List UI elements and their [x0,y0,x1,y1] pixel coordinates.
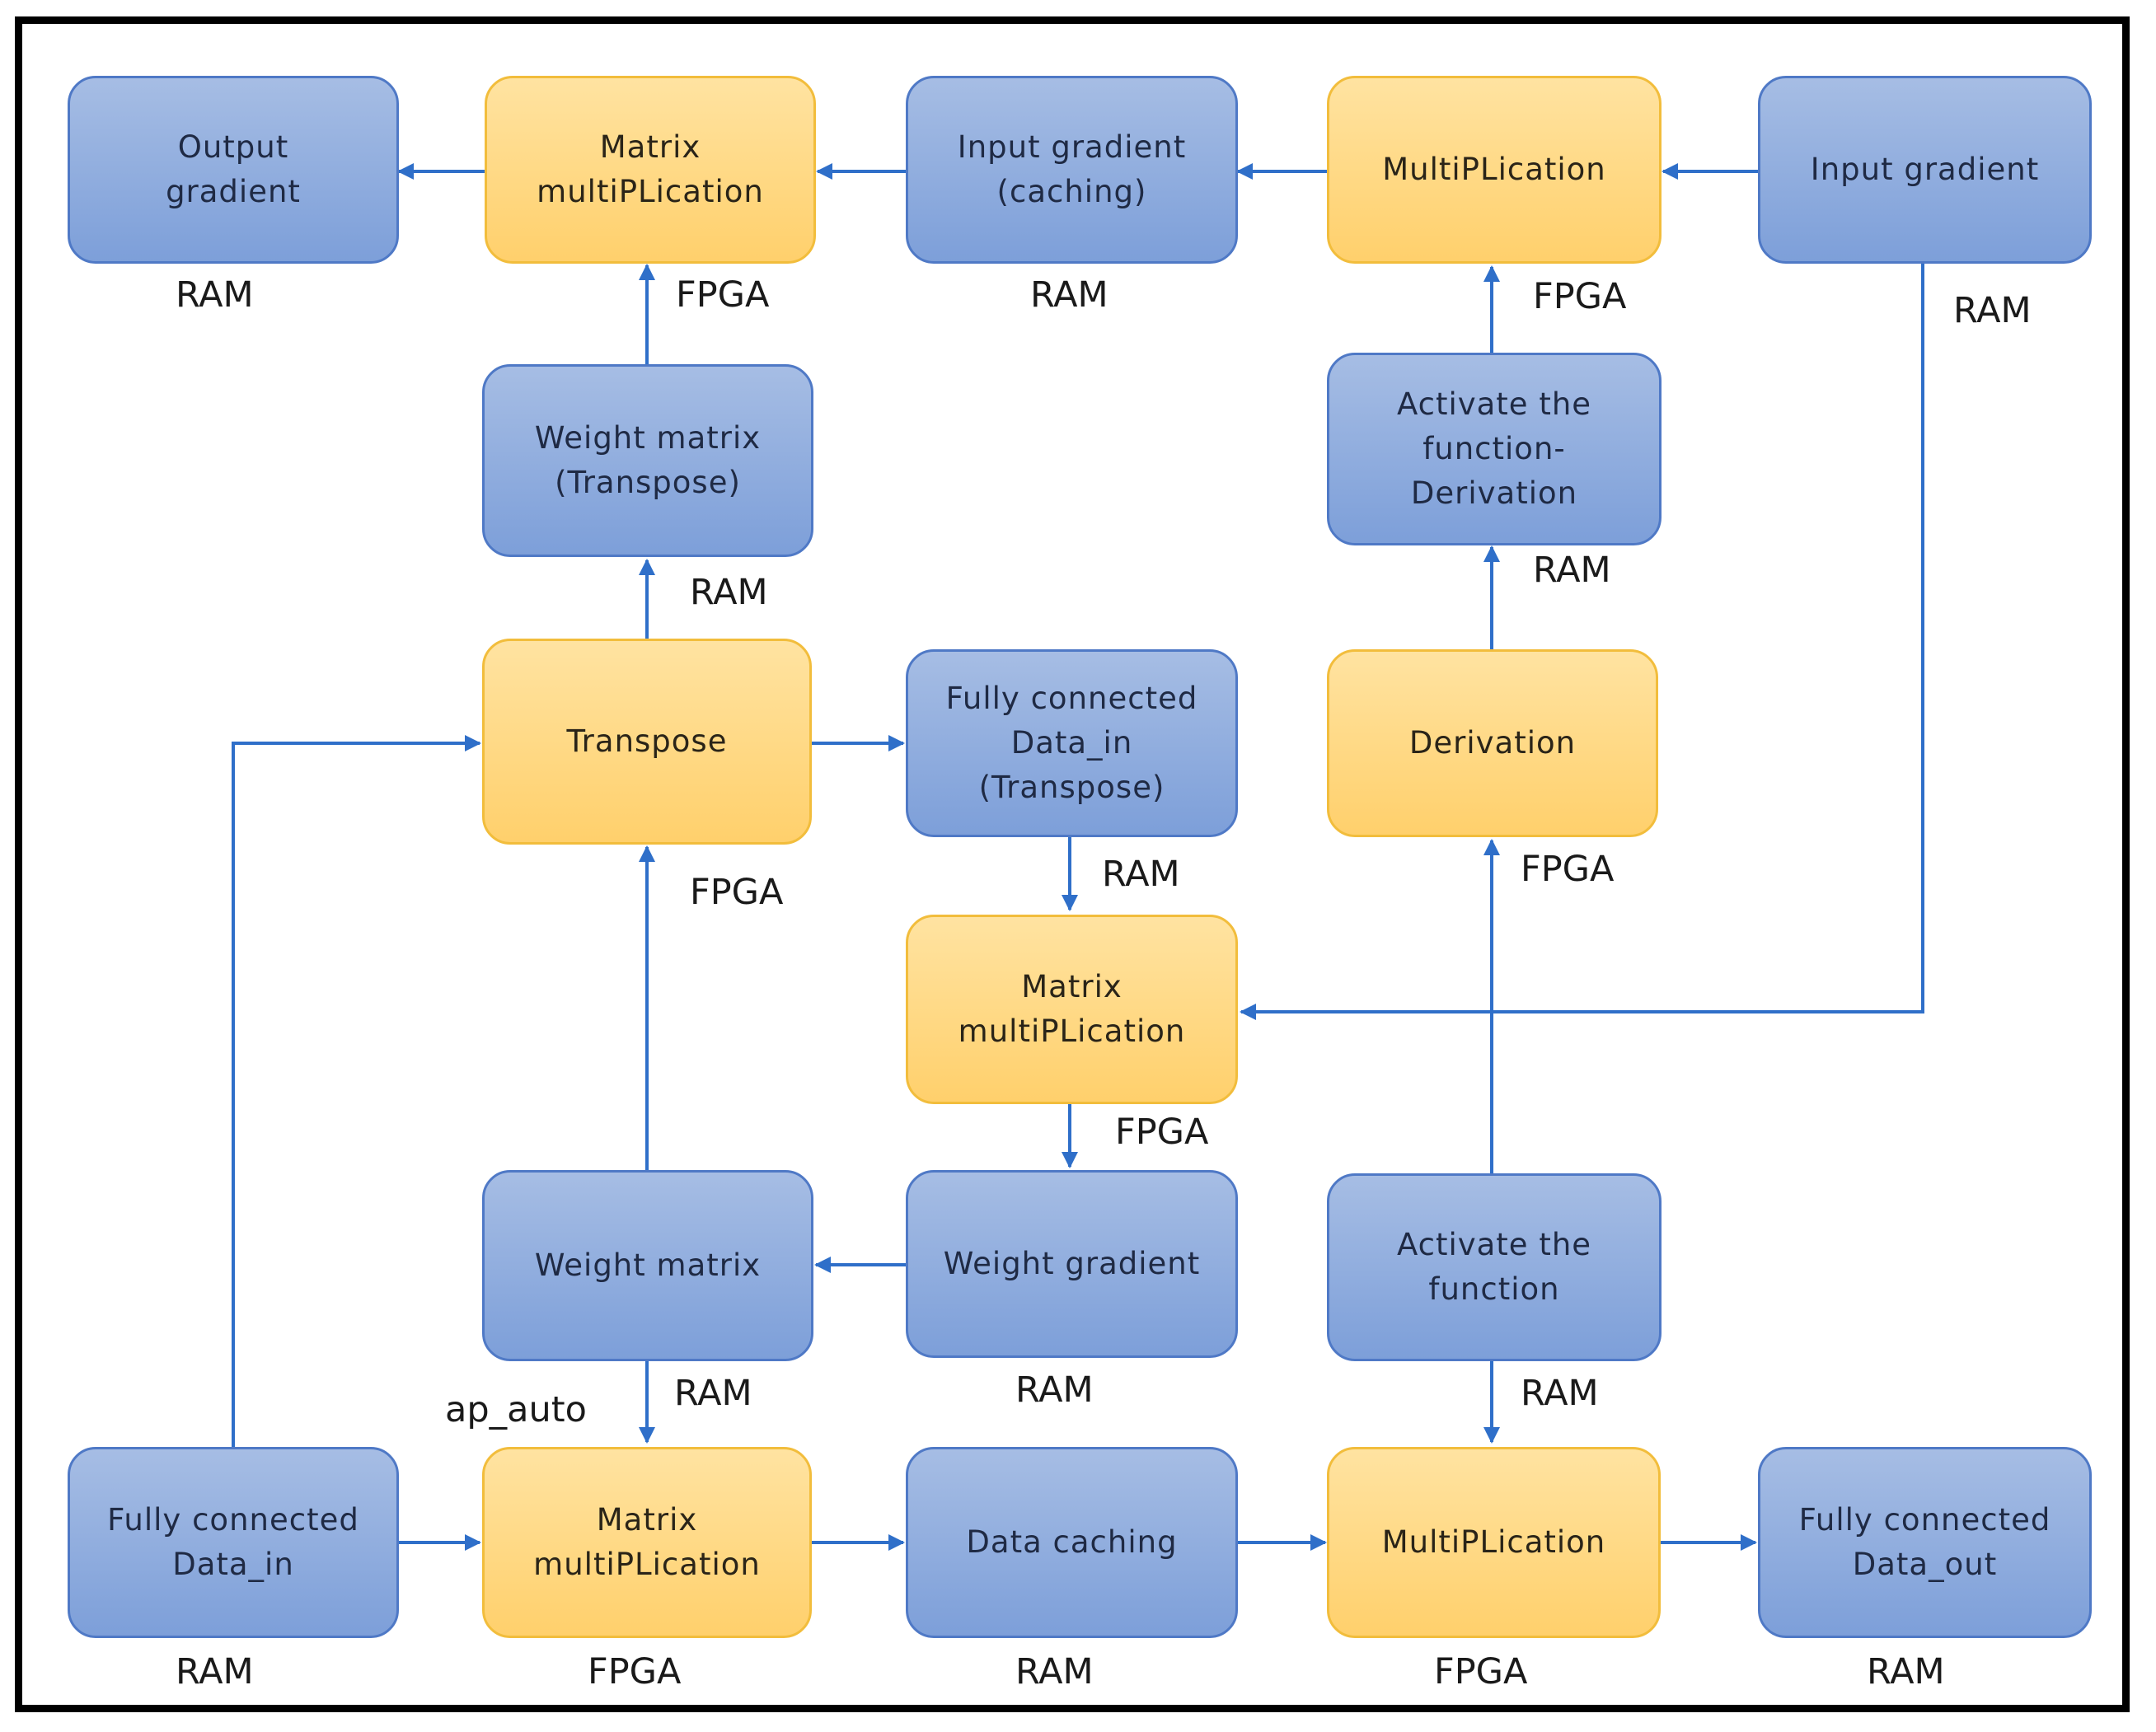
weight-matrix-box: Weight matrix [482,1170,813,1361]
label-transpose-fpga: FPGA [690,872,784,913]
label-matmul-mid-fpga: FPGA [1115,1112,1209,1153]
multiplication-top-box: MultiPLication [1327,76,1662,264]
label-matmul-top-fpga: FPGA [676,274,770,316]
arrow-input-gradient-to-matmul-mid [1240,264,1924,1020]
label-ap-auto: ap_auto [445,1389,587,1430]
input-gradient-box: Input gradient [1758,76,2092,264]
output-gradient-box: Output gradient [68,76,399,264]
weight-matrix-transpose-box: Weight matrix (Transpose) [482,364,813,557]
label-weight-matrix-ram: RAM [674,1373,752,1414]
label-fc-data-in-transpose-ram: RAM [1102,854,1180,895]
multiplication-bottom-box: MultiPLication [1327,1447,1661,1638]
activate-the-function-box: Activate the function [1327,1173,1662,1361]
label-input-gradient-ram: RAM [1953,290,2032,331]
derivation-box: Derivation [1327,649,1658,837]
fc-data-out-box: Fully connected Data_out [1758,1447,2092,1638]
matrix-multiplication-bottom-box: Matrix multiPLication [482,1447,812,1638]
input-gradient-caching-box: Input gradient (caching) [906,76,1238,264]
label-derivation-fpga: FPGA [1521,849,1615,890]
label-matmul-bottom-fpga: FPGA [588,1651,682,1692]
label-activate-function-ram: RAM [1521,1373,1599,1414]
label-input-gradient-caching-ram: RAM [1030,274,1108,316]
label-multiplication-bottom-fpga: FPGA [1434,1651,1528,1692]
diagram-frame [15,16,2130,1712]
label-weight-matrix-transpose-ram: RAM [690,572,768,613]
label-output-gradient-ram: RAM [176,274,254,316]
label-weight-gradient-ram: RAM [1015,1369,1094,1411]
matrix-multiplication-mid-box: Matrix multiPLication [906,915,1238,1104]
label-data-caching-ram: RAM [1015,1651,1094,1692]
matrix-multiplication-top-box: Matrix multiPLication [485,76,816,264]
fc-data-in-transpose-box: Fully connected Data_in (Transpose) [906,649,1238,837]
data-caching-box: Data caching [906,1447,1238,1638]
label-fc-data-out-ram: RAM [1867,1651,1945,1692]
arrow-fc-data-in-to-transpose [232,735,481,1447]
fc-data-in-box: Fully connected Data_in [68,1447,399,1638]
label-activate-derivation-ram: RAM [1533,550,1611,591]
activate-function-derivation-box: Activate the function- Derivation [1327,353,1662,545]
label-multiplication-top-fpga: FPGA [1533,276,1627,317]
weight-gradient-box: Weight gradient [906,1170,1238,1358]
transpose-box: Transpose [482,639,812,845]
label-fc-data-in-ram: RAM [176,1651,254,1692]
